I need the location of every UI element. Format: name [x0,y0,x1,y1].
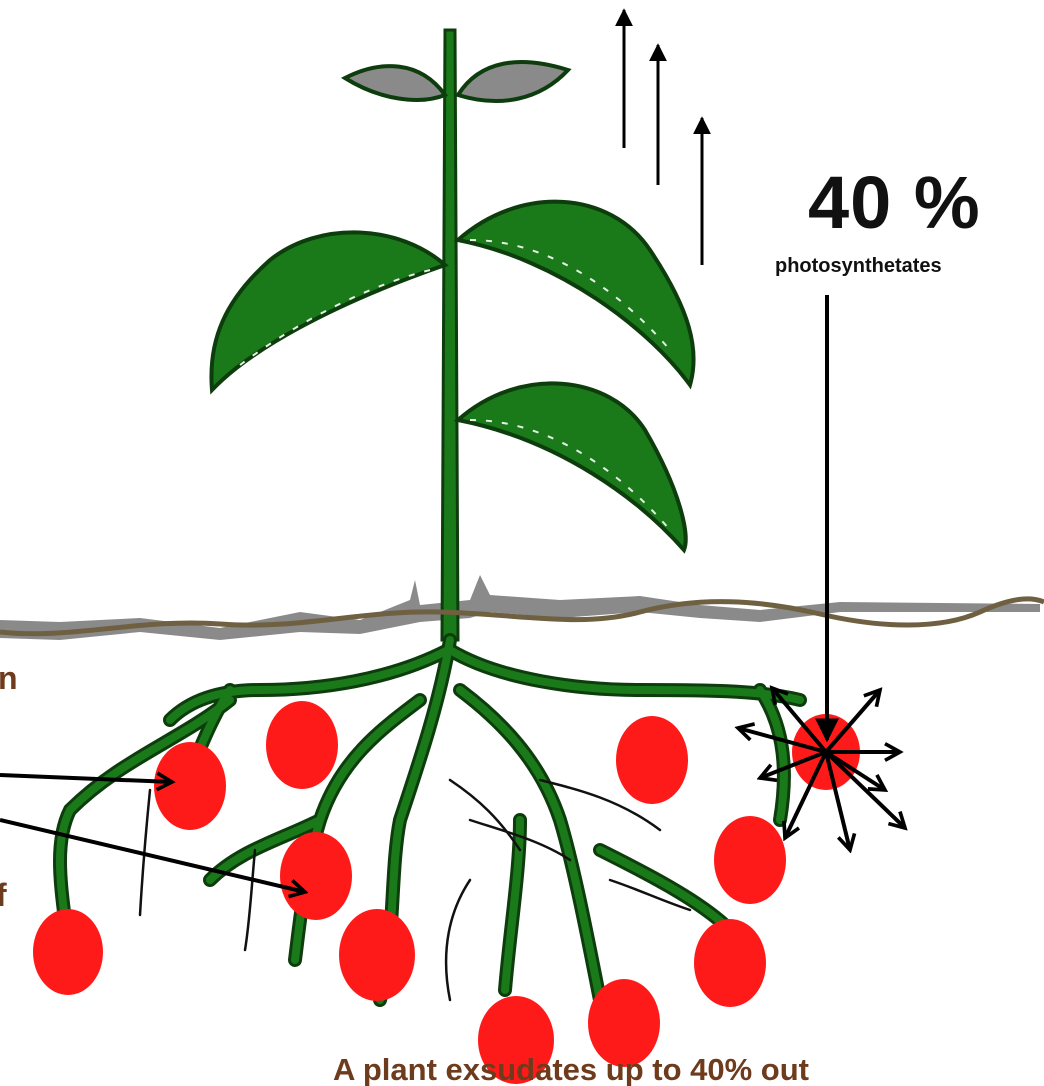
nodule [33,909,103,995]
photosynthetates-label: photosynthetates [775,255,942,278]
left-edge-text-fragment: n [0,660,18,697]
nodule [694,919,766,1007]
soil-surface-shadow [0,575,1040,640]
percent-label: 40 % [808,160,981,245]
nodule [339,909,415,1001]
upward-arrows [624,10,702,265]
left-edge-text-fragment-2: f [0,877,7,914]
nodule [266,701,338,789]
nodule [714,816,786,904]
nodule [280,832,352,920]
plant-stem [442,30,458,640]
pointer-arrows [0,775,305,892]
nodule [616,716,688,804]
bottom-caption: A plant exsudates up to 40% out [333,1052,809,1086]
nodule [154,742,226,830]
root-nodules [33,701,860,1084]
